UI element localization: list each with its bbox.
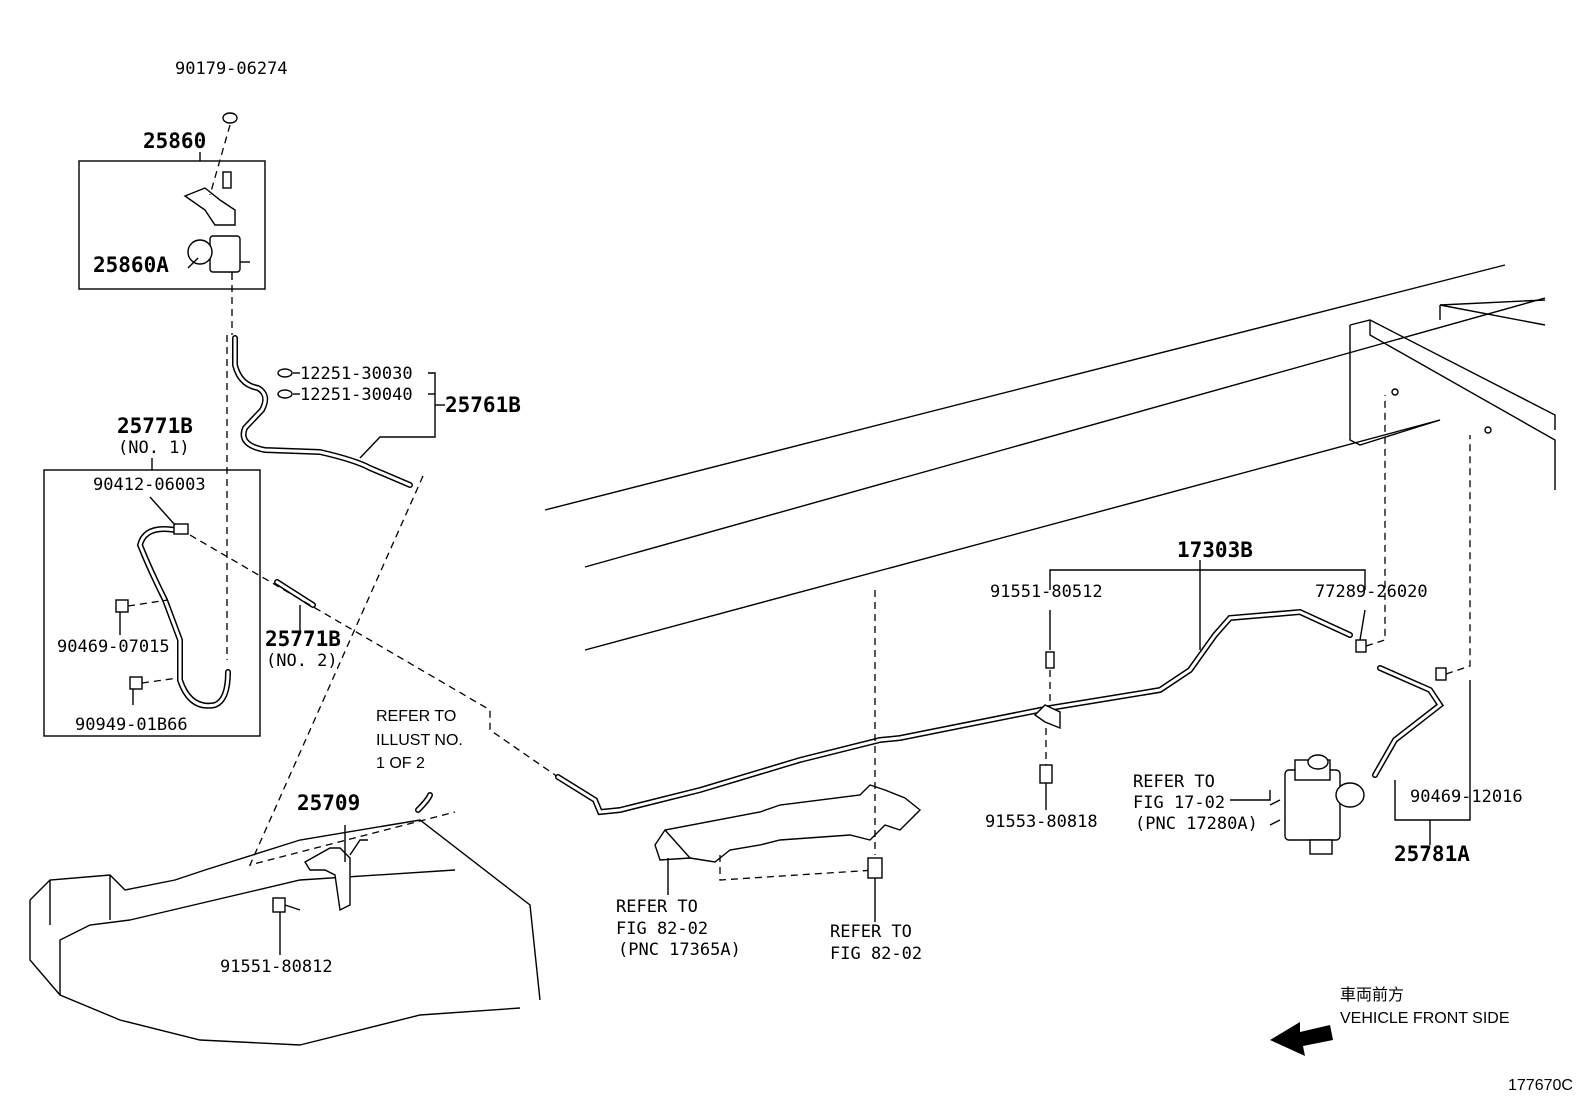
nut-icon <box>222 112 238 124</box>
cross-member-bracket <box>654 784 922 863</box>
note-fig-82-02-a: FIG 82-02 <box>616 919 708 939</box>
clip-icon <box>1355 639 1367 653</box>
front-side-en: VEHICLE FRONT SIDE <box>1340 1010 1510 1027</box>
label-91551-80812: 91551-80812 <box>220 957 333 977</box>
engine-block-outline <box>29 819 541 1046</box>
label-25860A: 25860A <box>93 253 169 277</box>
label-25860: 25860 <box>143 129 206 153</box>
pipe-clamp-icon <box>1033 651 1061 784</box>
illustration-number: 177670C <box>1508 1077 1573 1094</box>
label-77289-26020: 77289-26020 <box>1315 582 1428 602</box>
note-fig-17-02: FIG 17-02 <box>1133 793 1225 813</box>
note-illust-no: ILLUST NO. <box>376 732 463 749</box>
label-12251-30040: 12251-30040 <box>300 385 413 405</box>
label-90469-07015: 90469-07015 <box>57 637 170 657</box>
bracket-25709 <box>272 839 368 913</box>
vehicle-frame-outline <box>544 264 1556 651</box>
note-refer-to-82-b: REFER TO <box>830 922 912 942</box>
note-fig-82-02-b: FIG 82-02 <box>830 944 922 964</box>
label-25761B: 25761B <box>445 393 521 417</box>
label-25771B: 25771B <box>117 414 193 438</box>
label-25771B-2: 25771B <box>265 627 341 651</box>
vsv-valve-icon <box>183 171 250 280</box>
label-90179-06274: 90179-06274 <box>175 59 288 79</box>
note-1-of-2: 1 OF 2 <box>376 755 425 772</box>
clip-icon <box>1435 667 1447 681</box>
note-pnc-17280A: (PNC 17280A) <box>1135 814 1258 834</box>
label-90469-12016: 90469-12016 <box>1410 787 1523 807</box>
box-25860 <box>78 160 266 290</box>
note-refer-to-82-a: REFER TO <box>616 897 698 917</box>
label-25709: 25709 <box>297 791 360 815</box>
label-no2: (NO. 2) <box>266 651 338 671</box>
label-91551-80512: 91551-80512 <box>990 582 1103 602</box>
hose-25771B-no1 <box>115 523 231 709</box>
leader-lines <box>119 152 1471 955</box>
hose-end-refer <box>415 792 433 813</box>
label-25781A: 25781A <box>1394 842 1470 866</box>
hose-25771B-no2 <box>274 579 316 608</box>
label-90412-06003: 90412-06003 <box>93 475 206 495</box>
note-pnc-17365A: (PNC 17365A) <box>618 940 741 960</box>
hose-25761B <box>232 335 413 488</box>
note-refer-to-17: REFER TO <box>1133 772 1215 792</box>
leader-dash <box>209 124 231 196</box>
pipe-25781A <box>1372 665 1445 778</box>
label-no1: (NO. 1) <box>118 438 190 458</box>
bolt-icon <box>867 857 883 879</box>
front-arrow-icon <box>1270 1022 1333 1056</box>
note-refer-to: REFER TO <box>376 708 456 725</box>
label-12251-30030: 12251-30030 <box>300 364 413 384</box>
label-91553-80818: 91553-80818 <box>985 812 1098 832</box>
pipe-17303B <box>555 608 1353 816</box>
label-17303B: 17303B <box>1177 538 1253 562</box>
label-90949-01B66: 90949-01B66 <box>75 715 188 735</box>
sensor-assembly-icon <box>1269 754 1365 855</box>
front-side-jp: 車両前方 <box>1340 986 1404 1004</box>
